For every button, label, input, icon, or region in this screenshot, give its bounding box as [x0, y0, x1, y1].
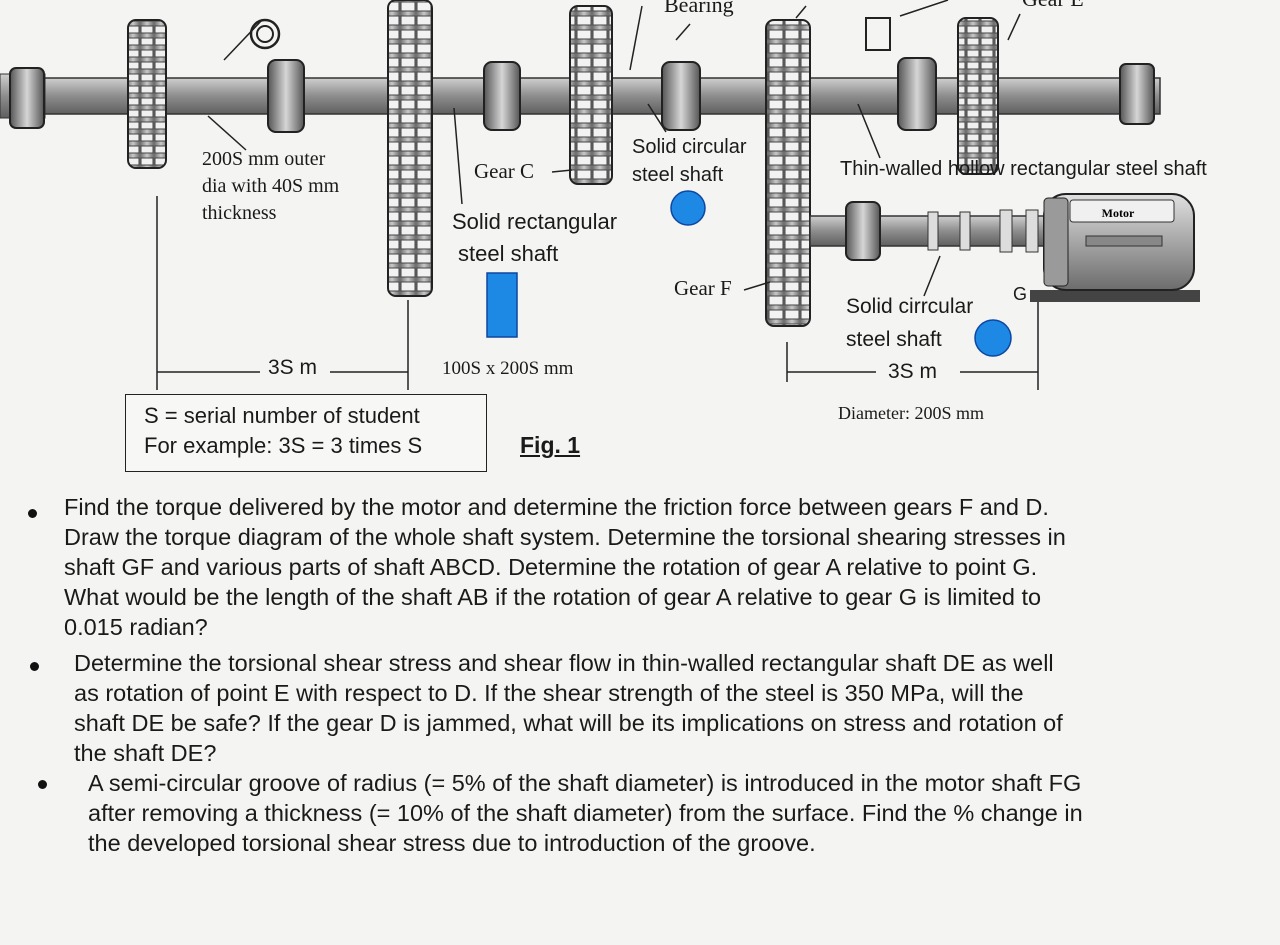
dimension-right — [786, 302, 1039, 390]
outer-dia-line: 200S mm outer — [202, 148, 326, 170]
bearing-4 — [661, 61, 701, 131]
gear-d — [765, 19, 811, 327]
solid-rect-line: Solid rectangular — [452, 209, 618, 234]
bearing-5 — [897, 57, 937, 131]
gear-f-label: Gear F — [674, 276, 732, 300]
bracket — [865, 17, 891, 51]
pointer-line — [629, 5, 643, 71]
solid-circular-top-line: steel shaft — [632, 164, 724, 186]
gear-c — [569, 5, 613, 185]
solid-circular-section-bottom — [974, 319, 1012, 357]
bearing-ring-inner — [256, 25, 274, 43]
leader-gear-c — [551, 169, 573, 173]
question-line: shaft GF and various parts of shaft ABCD… — [64, 554, 1038, 580]
bullet-icon — [30, 662, 39, 671]
note-box: S = serial number of student For example… — [125, 394, 487, 472]
leader-solid-rect — [453, 107, 463, 205]
solid-circular-top-line: Solid circular — [632, 136, 747, 158]
motor-label: Motor — [1102, 206, 1135, 220]
question-line: What would be the length of the shaft AB… — [64, 584, 1042, 610]
shaft-system-diagram: Motor — [0, 0, 1200, 390]
dim-right-label: 3S m — [888, 360, 938, 383]
solid-circular-bottom-label: Solid cirrcular steel shaft — [846, 290, 973, 356]
question-line: A semi-circular groove of radius (= 5% o… — [88, 770, 1082, 796]
solid-circular-top-label: Solid circular steel shaft — [632, 133, 746, 189]
solid-circular-bottom-line: steel shaft — [846, 328, 942, 351]
solid-rect-line: steel shaft — [458, 241, 559, 266]
outer-dia-label: 200S mm outer dia with 40S mm thickness — [202, 146, 339, 227]
gear-c-label: Gear C — [474, 159, 535, 183]
pointer-line — [1007, 13, 1021, 41]
gear-e — [957, 17, 999, 175]
dim-left-label: 3S m — [268, 356, 318, 379]
outer-dia-line: dia with 40S mm — [202, 175, 340, 197]
solid-circular-section-top — [670, 190, 706, 226]
leader-solid-circ-bottom — [923, 255, 941, 297]
point-g-label: G — [1013, 284, 1028, 304]
bullet-icon — [38, 780, 47, 789]
thin-walled-label: Thin-walled hollow rectangular steel sha… — [840, 158, 1207, 180]
question-line: Find the torque delivered by the motor a… — [64, 494, 1049, 520]
motor-shaft — [809, 201, 1059, 261]
question-line: Draw the torque diagram of the whole sha… — [64, 524, 1066, 550]
pointer-line — [795, 5, 807, 19]
gear-b — [387, 0, 433, 297]
question-line: after removing a thickness (= 10% of the… — [88, 800, 1083, 826]
motor — [1030, 193, 1200, 302]
question-line: the shaft DE? — [74, 740, 217, 766]
question-line: the developed torsional shear stress due… — [88, 830, 816, 856]
solid-circular-bottom-line: Solid cirrcular — [846, 295, 974, 318]
bearing-1 — [9, 67, 45, 129]
diameter-label: Diameter: 200S mm — [838, 403, 984, 423]
pointer-line — [675, 23, 691, 41]
solid-rect-label: Solid rectangular steel shaft — [452, 206, 617, 270]
bearing-label: Bearing — [664, 0, 734, 17]
question-line: as rotation of point E with respect to D… — [74, 680, 1024, 706]
question-1: Find the torque delivered by the motor a… — [64, 492, 1066, 642]
pointer-line — [899, 0, 949, 17]
pointer-line — [223, 19, 263, 61]
bearing-ring — [249, 18, 281, 50]
outer-dia-line: thickness — [202, 202, 277, 224]
rect-size-label: 100S x 200S mm — [442, 358, 574, 379]
bullet-icon — [28, 509, 37, 518]
bearing-6 — [1119, 63, 1155, 125]
note-line-1: S = serial number of student — [144, 403, 420, 428]
dimension-left — [156, 196, 409, 390]
bearing-3 — [483, 61, 521, 131]
leader-solid-circ-top — [647, 103, 667, 133]
leader-gear-f — [743, 281, 771, 291]
leader-outer-dia — [207, 115, 247, 151]
question-line: shaft DE be safe? If the gear D is jamme… — [74, 710, 1063, 736]
solid-rectangular-section — [486, 272, 518, 338]
gear-e-label: Gear E — [1022, 0, 1084, 12]
note-line-2: For example: 3S = 3 times S — [144, 433, 423, 458]
question-line: 0.015 radian? — [64, 614, 208, 640]
question-3: A semi-circular groove of radius (= 5% o… — [88, 768, 1083, 858]
gear-a — [127, 19, 167, 169]
figure-caption: Fig. 1 — [520, 432, 581, 458]
leader-thin-walled — [857, 103, 881, 159]
question-line: Determine the torsional shear stress and… — [74, 650, 1054, 676]
question-2: Determine the torsional shear stress and… — [74, 648, 1063, 768]
bearing-2 — [267, 59, 305, 133]
